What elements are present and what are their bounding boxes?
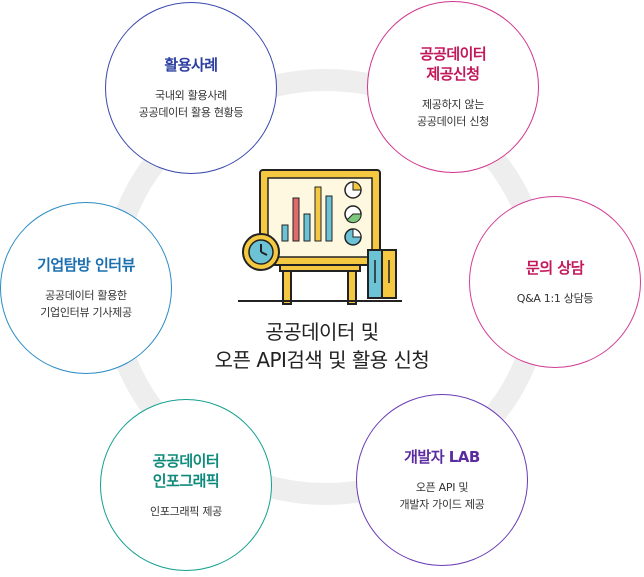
- node-infographic[interactable]: 공공데이터 인포그래픽 인포그래픽 제공: [100, 399, 272, 571]
- node-consultation[interactable]: 문의 상담 Q&A 1:1 상담등: [469, 196, 641, 368]
- node-description: 인포그래픽 제공: [150, 504, 222, 518]
- node-title: 문의 상담: [526, 258, 584, 277]
- node-description: Q&A 1:1 상담등: [516, 291, 594, 305]
- node-description: 제공하지 않는 공공데이터 신청: [417, 98, 489, 128]
- presentation-board-icon: [238, 169, 402, 305]
- node-title: 활용사례: [164, 56, 218, 74]
- node-title: 공공데이터 제공신청: [419, 45, 487, 83]
- node-description: 국내외 활용사례 공공데이터 활용 현황등: [138, 89, 244, 119]
- node-usage-cases[interactable]: 활용사례 국내외 활용사례 공공데이터 활용 현황등: [105, 2, 277, 174]
- node-title: 기업탐방 인터뷰: [37, 256, 135, 274]
- node-title: 공공데이터 인포그래픽: [152, 451, 220, 490]
- node-description: 오픈 API 및 개발자 가이드 제공: [399, 481, 485, 511]
- node-title: 개발자 LAB: [404, 448, 480, 466]
- center-title: 공공데이터 및 오픈 API검색 및 활용 신청: [214, 320, 430, 372]
- node-description: 공공데이터 활용한 기업인터뷰 기사제공: [40, 289, 132, 319]
- node-company-interview[interactable]: 기업탐방 인터뷰 공공데이터 활용한 기업인터뷰 기사제공: [0, 202, 172, 374]
- node-data-request[interactable]: 공공데이터 제공신청 제공하지 않는 공공데이터 신청: [367, 1, 539, 173]
- node-developer-lab[interactable]: 개발자 LAB 오픈 API 및 개발자 가이드 제공: [356, 394, 528, 566]
